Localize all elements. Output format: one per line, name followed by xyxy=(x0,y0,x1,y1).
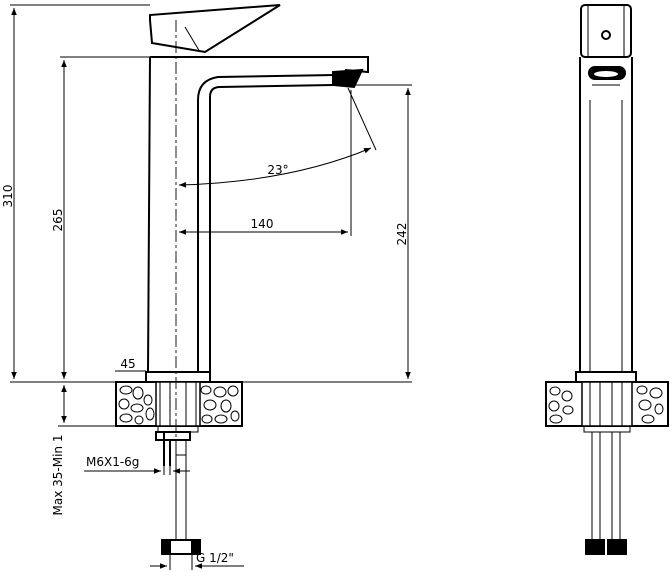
dim-base-diameter: 45 xyxy=(115,357,146,372)
label-spout-height: 242 xyxy=(395,223,409,246)
label-total-height: 310 xyxy=(1,185,15,208)
stone-pattern-left xyxy=(118,385,155,425)
side-view: 310 265 242 140 23° xyxy=(1,4,412,570)
stone-pattern-right xyxy=(200,385,240,424)
front-countertop xyxy=(545,381,669,427)
label-swivel-angle: 23° xyxy=(267,163,288,177)
front-shank-hoses xyxy=(583,382,631,555)
dim-thread-stud: M6X1-6g xyxy=(84,455,190,475)
label-spout-reach: 140 xyxy=(251,217,274,231)
dim-total-height: 310 xyxy=(1,4,150,383)
front-lever xyxy=(580,4,632,58)
countertop-section xyxy=(115,381,243,427)
front-base-ring xyxy=(575,371,637,383)
label-base-diameter: 45 xyxy=(120,357,135,371)
dim-spout-height: 242 xyxy=(242,84,412,383)
front-view xyxy=(545,4,669,555)
base-ring xyxy=(145,371,211,383)
lever-handle xyxy=(149,4,281,54)
label-body-height: 265 xyxy=(51,209,65,232)
front-body xyxy=(579,57,633,373)
label-thread-stud: M6X1-6g xyxy=(86,455,139,469)
dim-swivel-angle: 23° xyxy=(178,87,377,188)
faucet-body xyxy=(146,56,369,373)
mounting-shank xyxy=(155,382,199,441)
hose-and-stud xyxy=(161,440,201,555)
dim-hose-connection: G 1/2" xyxy=(150,551,244,570)
dim-body-height: 265 xyxy=(51,56,150,379)
dim-counter-thickness: Max 35-Min 1 xyxy=(51,385,116,515)
label-counter-thickness: Max 35-Min 1 xyxy=(51,435,65,516)
label-hose-connection: G 1/2" xyxy=(196,551,234,565)
dim-spout-reach: 140 xyxy=(179,90,352,236)
